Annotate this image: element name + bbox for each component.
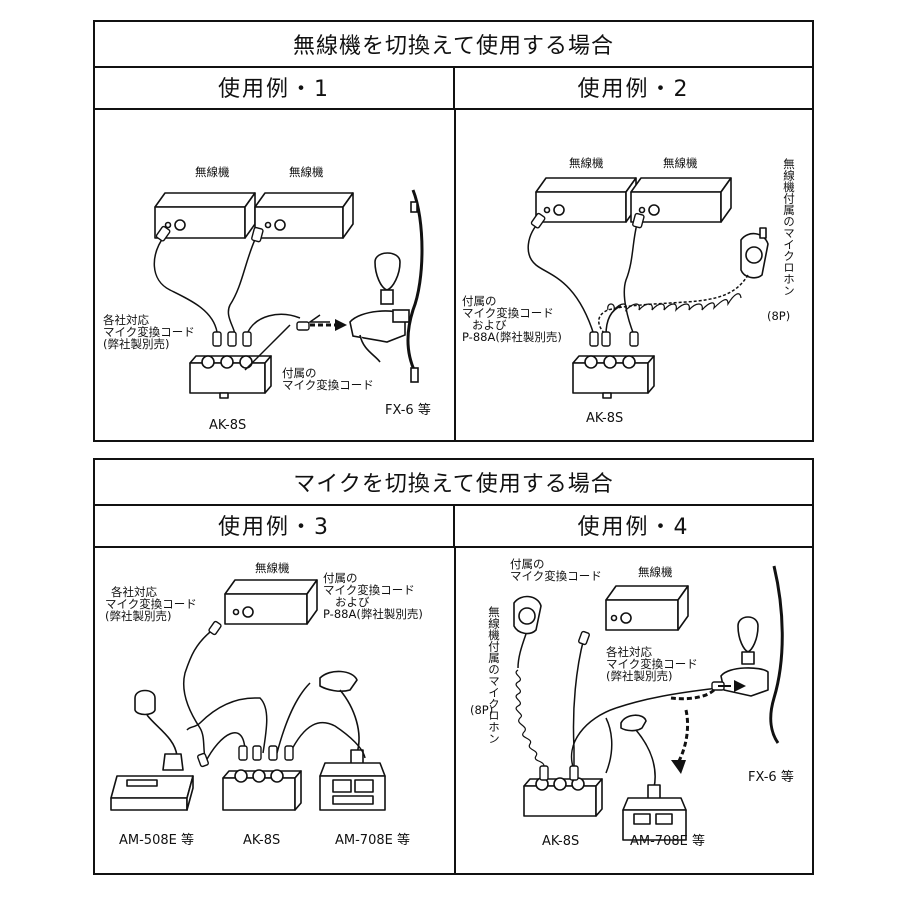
fx6-label: FX-6 等 <box>748 770 794 785</box>
am508e-desk-mic-icon <box>110 689 194 811</box>
cord-label-line3: および <box>472 318 507 332</box>
attached-line4: P-88A(弊社製別売) <box>323 607 423 621</box>
example1-diagram: 無線機 無線機 各社対応 マイク変換コード (弊社製別売) 付属の マイク変換コ… <box>95 110 453 438</box>
attached-cord-line2: マイク変換コード <box>282 378 374 392</box>
example4-illustration <box>513 565 784 841</box>
am708e-label: AM-708E 等 <box>630 834 705 849</box>
hand-microphone-icon <box>513 595 542 635</box>
cord-label-line4: P-88A(弊社製別売) <box>462 330 562 344</box>
radio-unit-icon <box>154 192 256 239</box>
section-title: 無線機を切換えて使用する場合 <box>95 22 812 68</box>
radio-mic-vertical-label: 無線機付属のマイクロホン <box>782 158 796 296</box>
example2-heading: 使用例・2 <box>455 66 812 110</box>
attached-line3: および <box>335 595 370 609</box>
hand-microphone-icon <box>740 227 769 279</box>
example2-illustration <box>527 177 769 399</box>
radio1-label: 無線機 <box>569 156 604 170</box>
radio-unit-icon <box>535 177 637 223</box>
mic-pin-label: (8P) <box>470 703 494 717</box>
cord-label-line1: 各社対応 <box>103 313 149 327</box>
radio-label: 無線機 <box>255 561 290 575</box>
ak8s-switch-box-icon <box>189 355 272 399</box>
am708e-desk-mic-icon <box>620 714 687 841</box>
ak8s-label: AK-8S <box>243 833 281 848</box>
example4-diagram: 付属の マイク変換コード 無線機 無線機付属のマイクロホン (8P) 各社対応 … <box>456 548 812 871</box>
attached-line2: マイク変換コード <box>323 583 415 597</box>
ak8s-switch-box-icon <box>572 355 655 399</box>
example1-illustration <box>153 189 424 399</box>
cord-label-line1: 付属の <box>462 294 497 308</box>
am708e-desk-mic-icon <box>319 670 386 811</box>
radio-label: 無線機 <box>638 565 673 579</box>
attached-line1: 付属の <box>510 557 545 571</box>
example3-heading: 使用例・3 <box>95 504 455 548</box>
am708e-label: AM-708E 等 <box>335 833 410 848</box>
radio-mic-vertical-label: 無線機付属のマイクロホン <box>487 606 501 744</box>
cord-label-line3: (弊社製別売) <box>606 669 673 683</box>
radio2-label: 無線機 <box>663 156 698 170</box>
ak8s-label: AK-8S <box>586 411 624 426</box>
fx6-mic-icon <box>720 616 769 697</box>
example1-heading: 使用例・1 <box>95 66 455 110</box>
cord-label-line2: マイク変換コード <box>103 325 195 339</box>
cord-label-line1: 各社対応 <box>606 645 652 659</box>
radio-unit-icon <box>630 177 732 223</box>
example3-diagram: 無線機 各社対応 マイク変換コード (弊社製別売) 付属の マイク変換コード お… <box>95 548 453 871</box>
ak8s-switch-box-icon <box>222 769 302 811</box>
example4-heading: 使用例・4 <box>455 504 812 548</box>
radio-switching-section: 無線機を切換えて使用する場合 使用例・1 使用例・2 <box>93 20 814 442</box>
panel-divider <box>454 546 456 873</box>
cord-label-line3: (弊社製別売) <box>103 337 170 351</box>
cord-label-line3: (弊社製別売) <box>105 609 172 623</box>
attached-line1: 付属の <box>323 571 358 585</box>
radio1-label: 無線機 <box>195 165 230 179</box>
attached-line2: マイク変換コード <box>510 569 602 583</box>
cord-label-line2: マイク変換コード <box>105 597 197 611</box>
radio-unit-icon <box>224 579 318 625</box>
ak8s-label: AK-8S <box>542 834 580 849</box>
fx6-label: FX-6 等 <box>385 403 431 418</box>
section-title: マイクを切換えて使用する場合 <box>95 460 812 506</box>
fx6-mic-icon <box>349 201 419 383</box>
attached-cord-line1: 付属の <box>282 366 317 380</box>
mic-pin-label: (8P) <box>767 309 791 323</box>
mic-switching-section: マイクを切換えて使用する場合 使用例・3 使用例・4 <box>93 458 814 875</box>
ak8s-switch-box-icon <box>523 777 603 817</box>
example2-diagram: 無線機 無線機 付属の マイク変換コード および P-88A(弊社製別売) 無線… <box>456 110 812 438</box>
radio-unit-icon <box>254 192 354 239</box>
radio2-label: 無線機 <box>289 165 324 179</box>
cord-label-line1: 各社対応 <box>111 585 157 599</box>
am508e-label: AM-508E 等 <box>119 833 194 848</box>
example3-illustration <box>110 579 386 811</box>
cord-label-line2: マイク変換コード <box>462 306 554 320</box>
ak8s-label: AK-8S <box>209 418 247 433</box>
panel-divider <box>454 108 456 440</box>
radio-unit-icon <box>605 585 689 631</box>
cord-label-line2: マイク変換コード <box>606 657 698 671</box>
